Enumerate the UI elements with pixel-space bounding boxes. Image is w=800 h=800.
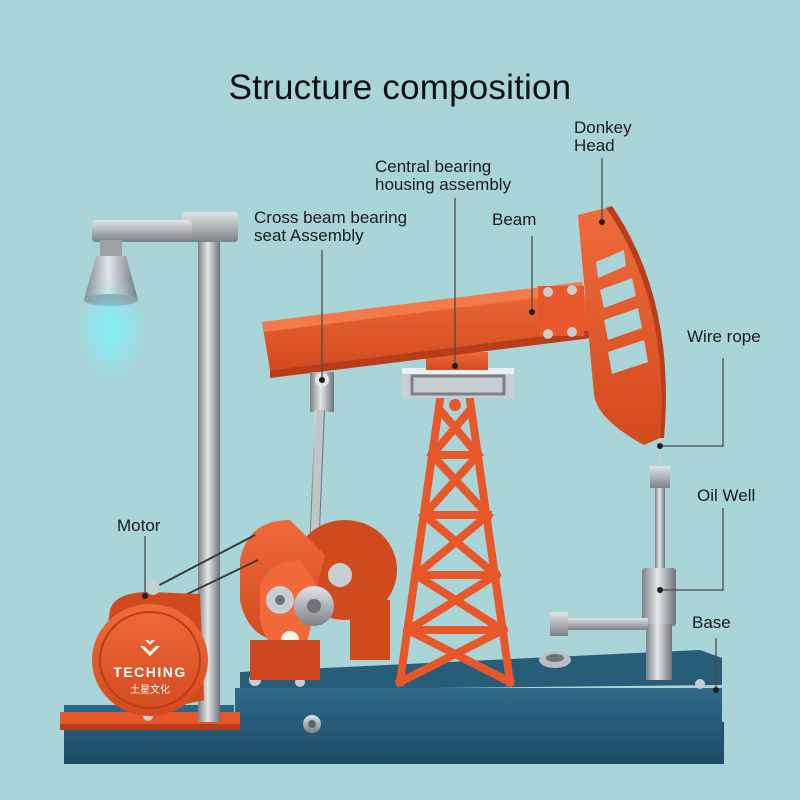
label-motor: Motor — [117, 516, 161, 535]
label-beam: Beam — [492, 210, 537, 229]
teching-logo-icon — [140, 640, 160, 656]
central-bearing-housing — [402, 352, 514, 411]
brand-subtitle: 土星文化 — [130, 683, 170, 696]
label-oil-well: Oil Well — [697, 486, 756, 505]
label-wire-rope: Wire rope — [687, 327, 761, 346]
walking-beam — [262, 282, 592, 378]
label-cross-beam: Cross beam bearing seat Assembly — [254, 209, 407, 245]
label-donkey-head-line-2: Head — [574, 136, 615, 155]
label-donkey-head: Donkey Head — [574, 119, 632, 155]
label-cross-beam-line-2: seat Assembly — [254, 226, 364, 245]
label-central-bearing-line-1: Central bearing — [375, 157, 492, 176]
lamp-post — [69, 212, 238, 722]
wire-rope — [650, 440, 670, 573]
lamp-glow — [69, 272, 153, 388]
brand-name: TECHING — [113, 664, 187, 680]
label-central-bearing: Central bearing housing assembly — [375, 158, 511, 194]
oil-well — [539, 568, 676, 680]
label-donkey-head-line-1: Donkey — [574, 118, 632, 137]
label-base: Base — [692, 613, 731, 632]
derrick-tower — [394, 395, 516, 688]
leader-lines — [144, 158, 724, 690]
donkey-head — [578, 206, 666, 445]
label-cross-beam-line-1: Cross beam bearing — [254, 208, 408, 227]
motor: TECHING 土星文化 — [92, 534, 259, 716]
base-platform — [60, 650, 724, 764]
leader-dots — [142, 219, 719, 693]
label-central-bearing-line-2: housing assembly — [375, 175, 512, 194]
page-title: Structure composition — [228, 68, 572, 107]
crank-gearbox — [240, 520, 397, 680]
